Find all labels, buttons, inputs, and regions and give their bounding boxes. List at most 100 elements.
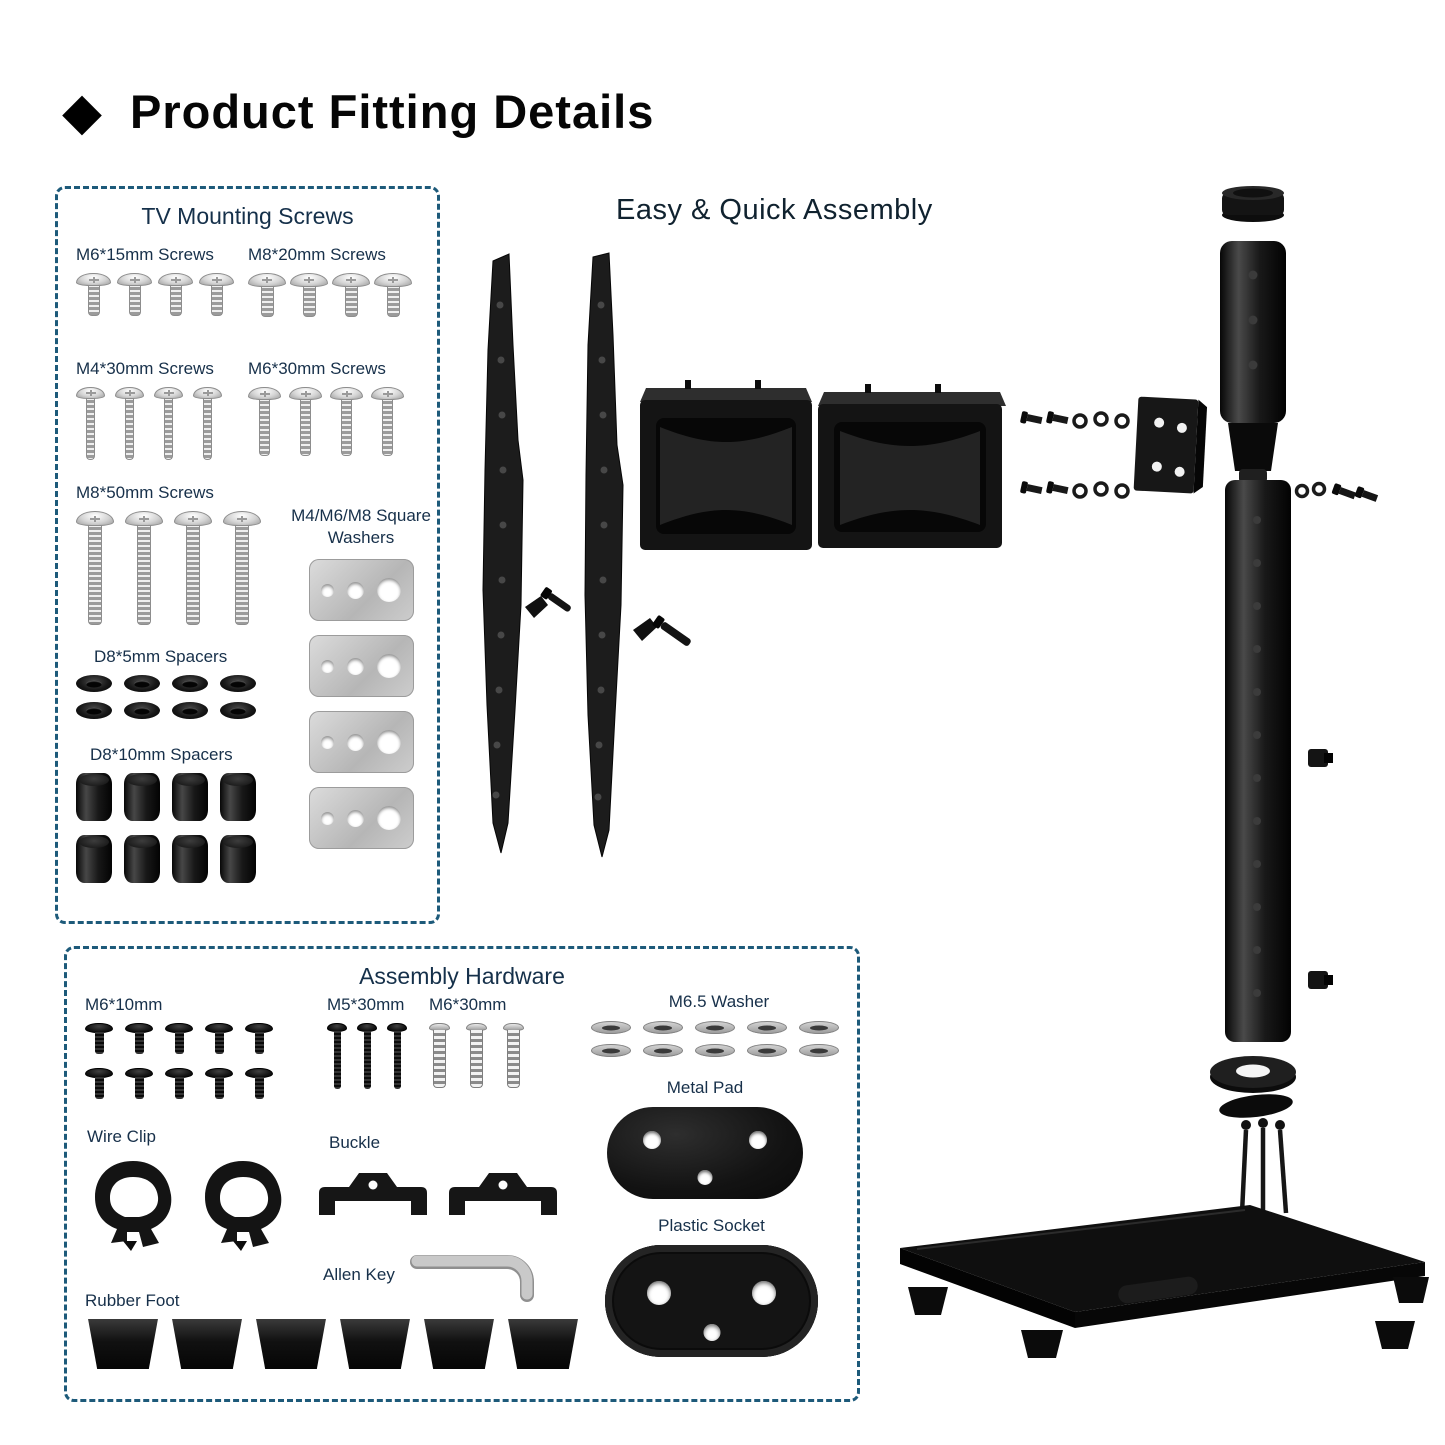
group-plastic-socket: Plastic Socket [605, 1215, 818, 1358]
screw-icon [289, 387, 322, 456]
screw-icon [125, 511, 163, 625]
pole-junction-fasteners [1294, 481, 1379, 502]
screw-icon [117, 273, 152, 316]
metal-pad-icon [607, 1107, 803, 1200]
cylinder-spacer-icon [124, 773, 160, 821]
black-screw-icon [205, 1068, 233, 1099]
part-label: D8*5mm Spacers [94, 647, 228, 666]
part-label: M8*20mm Screws [248, 245, 386, 264]
washer-grid [591, 1021, 847, 1058]
threaded-screw-icon [429, 1023, 450, 1088]
group-m6-10: M6*10mm [85, 995, 300, 1099]
diamond-icon: ◆ [62, 82, 102, 141]
rubber-foot-icon [88, 1319, 158, 1369]
group-buckle: Buckle [315, 1133, 561, 1221]
square-washer-icon [308, 559, 414, 622]
group-square-washers: M4/M6/M8 Square Washers [286, 505, 436, 850]
group-allen-key: Allen Key [323, 1247, 544, 1303]
vesa-plate-right [818, 384, 1006, 548]
screw-icon [174, 511, 212, 625]
flat-washer-icon [747, 1021, 787, 1035]
tv-mounting-screws-box: TV Mounting Screws M6*15mm Screws M8*20m… [55, 186, 440, 924]
screw-icon [76, 273, 111, 316]
screw-icon [332, 273, 370, 317]
vesa-plate-left [640, 380, 812, 550]
screw-grid [85, 1023, 300, 1099]
group-m6-15-screws: M6*15mm Screws [76, 245, 234, 316]
part-label: M5*30mm [327, 995, 405, 1014]
cylinder-spacer-icon [172, 835, 208, 883]
black-screw-icon [245, 1068, 273, 1099]
cylinder-spacer-icon [220, 773, 256, 821]
pole-cap [1222, 186, 1284, 222]
screw-icon [158, 273, 193, 316]
screw-row [76, 273, 234, 316]
screw-row [76, 511, 261, 625]
screw-row [76, 387, 222, 460]
screw-icon [223, 511, 261, 625]
pole-side-knobs [1308, 749, 1333, 989]
assembly-hardware-box: Assembly Hardware M6*10mm M5*30mm M6*30m… [64, 946, 860, 1402]
hardware-box-title: Assembly Hardware [359, 963, 565, 989]
flat-washer-icon [695, 1044, 735, 1058]
screw-row [327, 1023, 407, 1089]
rubber-foot-icon [508, 1319, 578, 1369]
part-label: Metal Pad [666, 1078, 744, 1097]
screw-icon [330, 387, 363, 456]
ring-spacer-icon [76, 675, 112, 692]
flat-washer-icon [643, 1044, 683, 1058]
group-m8-20-screws: M8*20mm Screws [248, 245, 412, 317]
ring-spacer-icon [124, 702, 160, 719]
allen-key-icon [409, 1255, 534, 1302]
cylinder-spacer-icon [124, 835, 160, 883]
assembly-heading: Easy & Quick Assembly [616, 194, 933, 226]
lower-pole [1225, 480, 1291, 1042]
group-metal-pad: Metal Pad [607, 1077, 803, 1200]
screws-box-title: TV Mounting Screws [141, 203, 354, 229]
screw-icon [199, 273, 234, 316]
cylinder-spacer-icon [220, 835, 256, 883]
flat-washer-icon [747, 1044, 787, 1058]
pole-base-collar [1210, 1056, 1296, 1118]
screw-icon [76, 387, 105, 460]
wire-clip-icon [205, 1161, 282, 1251]
black-screw-icon [165, 1068, 193, 1099]
base-plate [900, 1205, 1425, 1328]
assembly-diagram [482, 186, 1429, 1358]
rubber-foot-icon [424, 1319, 494, 1369]
clip-row [87, 1155, 289, 1255]
tv-bracket-left [482, 253, 524, 854]
flat-washer-icon [695, 1021, 735, 1035]
group-m6-30-hw: M6*30mm [429, 995, 524, 1088]
screw-icon [290, 273, 328, 317]
square-washer-icon [308, 787, 414, 850]
rubber-foot-icon [340, 1319, 410, 1369]
black-screw-icon [245, 1023, 273, 1054]
tv-bracket-right [584, 252, 624, 858]
threaded-screw-icon [503, 1023, 524, 1088]
group-d8-10-spacers: D8*10mm Spacers [76, 745, 276, 883]
buckle-icon [319, 1173, 427, 1215]
screw-icon [374, 273, 412, 317]
black-long-screw-icon [327, 1023, 347, 1089]
plastic-socket-icon [605, 1245, 818, 1358]
part-label: D8*10mm Spacers [90, 745, 233, 764]
part-label: Allen Key [323, 1265, 395, 1284]
part-label: M6*30mm Screws [248, 359, 386, 378]
square-washer-icon [308, 711, 414, 774]
ring-spacer-icon [124, 675, 160, 692]
black-long-screw-icon [357, 1023, 377, 1089]
pole-adapter-bracket [1133, 396, 1208, 494]
black-screw-icon [85, 1023, 113, 1054]
part-label: Plastic Socket [658, 1216, 765, 1235]
base-bolts [1239, 1118, 1289, 1215]
ring-spacer-icon [220, 675, 256, 692]
spacer-grid [76, 773, 276, 883]
cylinder-spacer-icon [172, 773, 208, 821]
group-m8-50-screws: M8*50mm Screws [76, 483, 261, 625]
page-title: Product Fitting Details [130, 85, 655, 138]
bolt-row-top [1020, 411, 1130, 429]
ring-spacer-icon [172, 702, 208, 719]
flat-washer-icon [591, 1044, 631, 1058]
part-label: Buckle [329, 1133, 381, 1152]
